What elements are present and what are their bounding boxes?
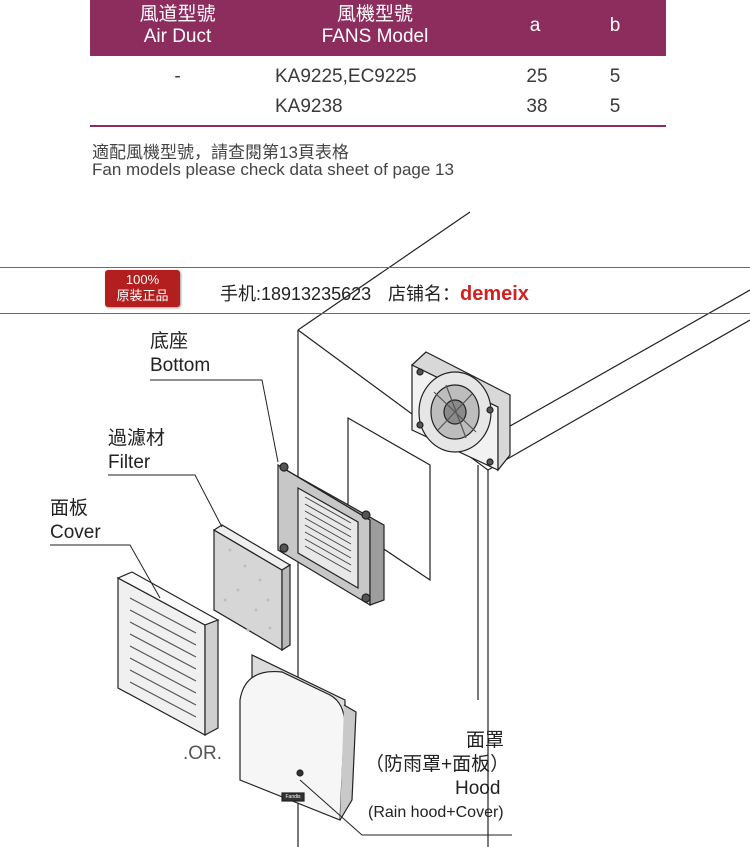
- row2-a: 38: [526, 96, 548, 117]
- bottom-frame: [277, 462, 385, 607]
- header-a: a: [529, 15, 541, 36]
- cabinet-edge-right: [487, 319, 750, 471]
- cabinet-edge-top-left: [297, 211, 471, 331]
- table-bottom-rule: [90, 125, 666, 127]
- leader-filter: [108, 474, 223, 528]
- banner-top-line: [0, 267, 750, 268]
- label-cover-zh: 面板: [50, 498, 89, 519]
- fan-unit: [410, 351, 511, 472]
- note-en: Fan models please check data sheet of pa…: [92, 160, 454, 179]
- label-hood-zh2: （防雨罩+面板）: [365, 754, 510, 775]
- label-or: .OR.: [183, 743, 223, 764]
- row2-b: 5: [609, 96, 621, 117]
- leader-cover: [50, 544, 161, 599]
- row2-model: KA9238: [275, 96, 343, 117]
- hood-logo: Fandis: [285, 794, 301, 800]
- label-filter-en: Filter: [108, 452, 151, 473]
- authentic-stamp: 100% 原装正品: [105, 270, 180, 307]
- label-bottom-en: Bottom: [150, 355, 211, 376]
- row1-a: 25: [526, 66, 548, 87]
- shop-label: 店铺名：: [388, 284, 460, 304]
- cover-panel: [116, 571, 220, 737]
- label-hood-zh: 面罩: [466, 730, 505, 751]
- cutout-rect: [347, 416, 431, 582]
- shop-name: 店铺名：demeix: [388, 280, 529, 306]
- label-cover-en: Cover: [50, 522, 101, 543]
- row1-model: KA9225,EC9225: [275, 66, 417, 87]
- note-zh: 適配風機型號，請查閱第13頁表格: [92, 143, 349, 162]
- banner-bottom-line: [0, 313, 750, 314]
- label-hood-en: Hood: [455, 778, 501, 799]
- shop-brand: demeix: [460, 283, 529, 305]
- label-hood-en2: (Rain hood+Cover): [368, 804, 504, 821]
- filter-pad: [212, 524, 292, 652]
- phone-number: 手机:18913235623: [220, 284, 372, 304]
- leader-hood: [299, 779, 512, 836]
- leader-bottom: [150, 379, 279, 463]
- hood: [239, 654, 357, 821]
- header-b: b: [609, 15, 621, 36]
- label-bottom-zh: 底座: [150, 331, 189, 352]
- row1-b: 5: [609, 66, 621, 87]
- label-filter-zh: 過濾材: [108, 428, 166, 449]
- row1-duct: -: [174, 66, 181, 87]
